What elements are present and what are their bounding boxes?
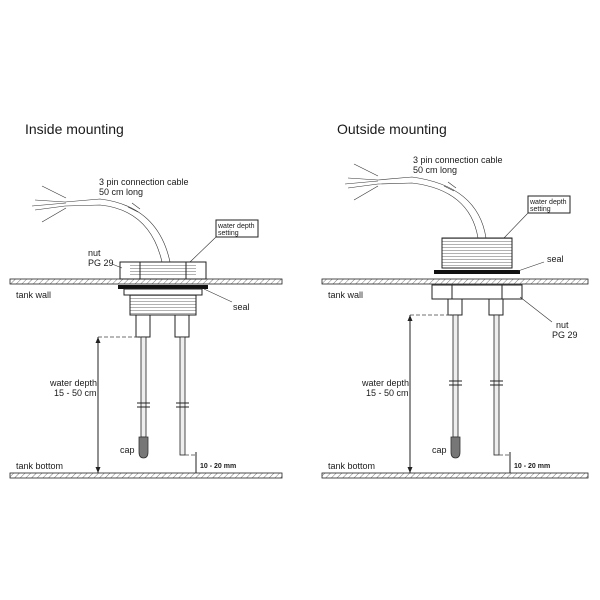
inside-title: Inside mounting xyxy=(25,121,124,137)
outside-nut-label-line2: PG 29 xyxy=(552,330,578,340)
outside-tank-wall-label: tank wall xyxy=(328,290,363,300)
inside-sensor-stems xyxy=(135,314,190,456)
outside-sensor-stems xyxy=(447,298,504,456)
outside-water-depth-dimension xyxy=(407,314,453,473)
outside-title: Outside mounting xyxy=(337,121,447,137)
outside-cable-label-line2: 50 cm long xyxy=(413,165,457,175)
outside-threaded-body xyxy=(441,237,513,269)
inside-nut xyxy=(119,261,207,280)
inside-cap-label: cap xyxy=(120,445,135,455)
inside-nut-label-line1: nut xyxy=(88,248,101,258)
inside-tank-wall xyxy=(9,278,283,285)
outside-water-depth-line1: water depth xyxy=(361,378,409,388)
inside-gap-label: 10 - 20 mm xyxy=(200,463,236,470)
outside-cap xyxy=(450,436,461,459)
outside-gap-label: 10 - 20 mm xyxy=(514,463,550,470)
outside-tank-bottom xyxy=(321,472,589,479)
inside-cable-label-line2: 50 cm long xyxy=(99,187,143,197)
outside-depth-setting-line1: water depth xyxy=(529,199,567,206)
inside-tank-wall-label: tank wall xyxy=(16,290,51,300)
inside-water-depth-line1: water depth xyxy=(49,378,97,388)
outside-nut xyxy=(431,284,523,300)
outside-depth-setting-box xyxy=(527,195,571,214)
outside-nut-label-line1: nut xyxy=(556,320,569,330)
outside-cable xyxy=(344,163,487,239)
inside-tank-bottom-label: tank bottom xyxy=(16,461,63,471)
outside-cable-label-line1: 3 pin connection cable xyxy=(413,155,503,165)
inside-nut-label-line2: PG 29 xyxy=(88,258,114,268)
inside-tank-bottom xyxy=(9,472,283,479)
outside-mounting-panel: Outside mounting 3 pin connection cable … xyxy=(321,121,589,479)
inside-cable-label-line1: 3 pin connection cable xyxy=(99,177,189,187)
inside-water-depth-dimension xyxy=(95,336,141,473)
inside-cap xyxy=(138,436,149,459)
inside-cable xyxy=(31,185,171,263)
outside-seal xyxy=(434,270,520,274)
outside-depth-setting-line2: setting xyxy=(530,206,551,213)
outside-seal-label: seal xyxy=(547,254,564,264)
inside-depth-setting-line1: water depth xyxy=(217,223,255,230)
inside-threaded-body xyxy=(123,288,203,316)
inside-gap-dimension xyxy=(185,452,197,473)
inside-seal-label: seal xyxy=(233,302,250,312)
outside-cap-label: cap xyxy=(432,445,447,455)
inside-water-depth-line2: 15 - 50 cm xyxy=(54,388,97,398)
outside-gap-dimension xyxy=(499,452,511,473)
outside-water-depth-line2: 15 - 50 cm xyxy=(366,388,409,398)
inside-seal xyxy=(118,285,208,289)
inside-mounting-panel: Inside mounting 3 pin connection cable 5… xyxy=(9,121,283,479)
outside-tank-bottom-label: tank bottom xyxy=(328,461,375,471)
inside-depth-setting-box xyxy=(215,219,259,238)
inside-depth-setting-line2: setting xyxy=(218,230,239,237)
outside-tank-wall xyxy=(321,278,589,285)
